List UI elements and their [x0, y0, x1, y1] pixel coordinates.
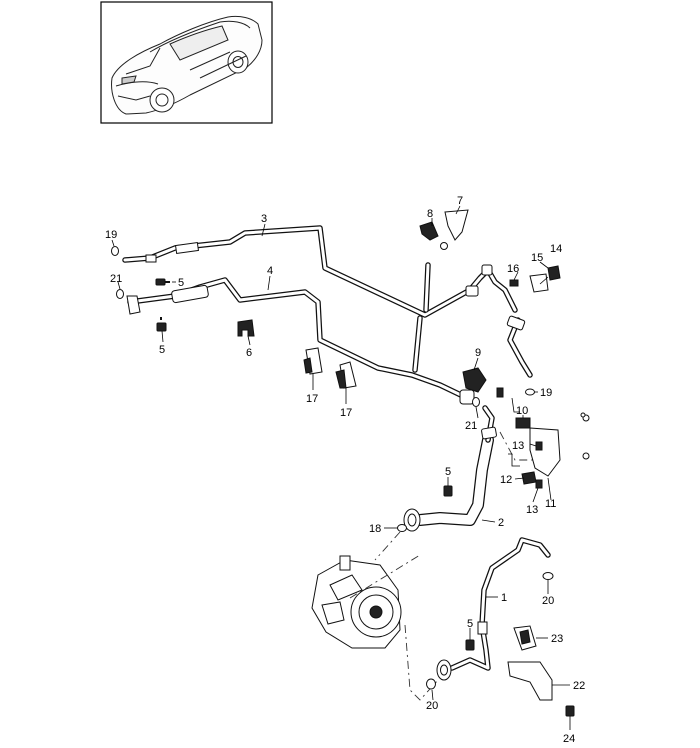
label-part-15: 15 — [531, 252, 543, 264]
vehicle-thumbnail — [100, 1, 273, 124]
pipe-1 — [436, 537, 551, 681]
label-part-8: 8 — [427, 208, 433, 220]
car-illustration — [111, 15, 263, 115]
label-part-1: 1 — [501, 592, 507, 604]
label-part-6: 6 — [246, 347, 252, 359]
label-part-21-left: 21 — [110, 273, 122, 285]
label-part-5-lower: 5 — [467, 618, 473, 630]
label-part-19-right: 19 — [540, 387, 552, 399]
label-part-10: 10 — [516, 405, 528, 417]
label-part-13-lower: 13 — [526, 504, 538, 516]
label-part-16: 16 — [507, 263, 519, 275]
label-part-18: 18 — [369, 523, 381, 535]
label-part-23: 23 — [551, 633, 563, 645]
label-part-20-lower: 20 — [426, 700, 438, 712]
label-part-9: 9 — [475, 347, 481, 359]
label-part-17-right: 17 — [340, 407, 352, 419]
label-part-7: 7 — [457, 195, 463, 207]
label-part-13-upper: 13 — [512, 440, 524, 452]
label-part-12: 12 — [500, 474, 512, 486]
label-part-5-lower-left: 5 — [159, 344, 165, 356]
pipe-4 — [126, 262, 475, 405]
label-part-11: 11 — [545, 498, 556, 510]
label-part-14: 14 — [550, 243, 562, 255]
label-part-4: 4 — [267, 265, 273, 277]
leader-lines — [111, 205, 571, 730]
pipe-3 — [122, 225, 533, 378]
label-part-17-left: 17 — [306, 393, 318, 405]
part-labels: 1 2 3 4 5 5 5 5 6 7 8 9 10 11 12 13 13 1… — [105, 195, 585, 745]
label-part-22: 22 — [573, 680, 585, 692]
label-part-19-left: 19 — [105, 229, 117, 241]
compressor — [311, 555, 402, 649]
label-part-20-right: 20 — [542, 595, 554, 607]
hose-2 — [403, 405, 497, 532]
label-part-5-middle: 5 — [445, 466, 451, 478]
alignment-lines — [349, 431, 548, 701]
label-part-2: 2 — [498, 517, 504, 529]
label-part-3: 3 — [261, 213, 267, 225]
label-part-21-middle: 21 — [465, 420, 477, 432]
label-part-24: 24 — [563, 733, 575, 745]
label-part-5-upper-left: 5 — [178, 277, 184, 289]
